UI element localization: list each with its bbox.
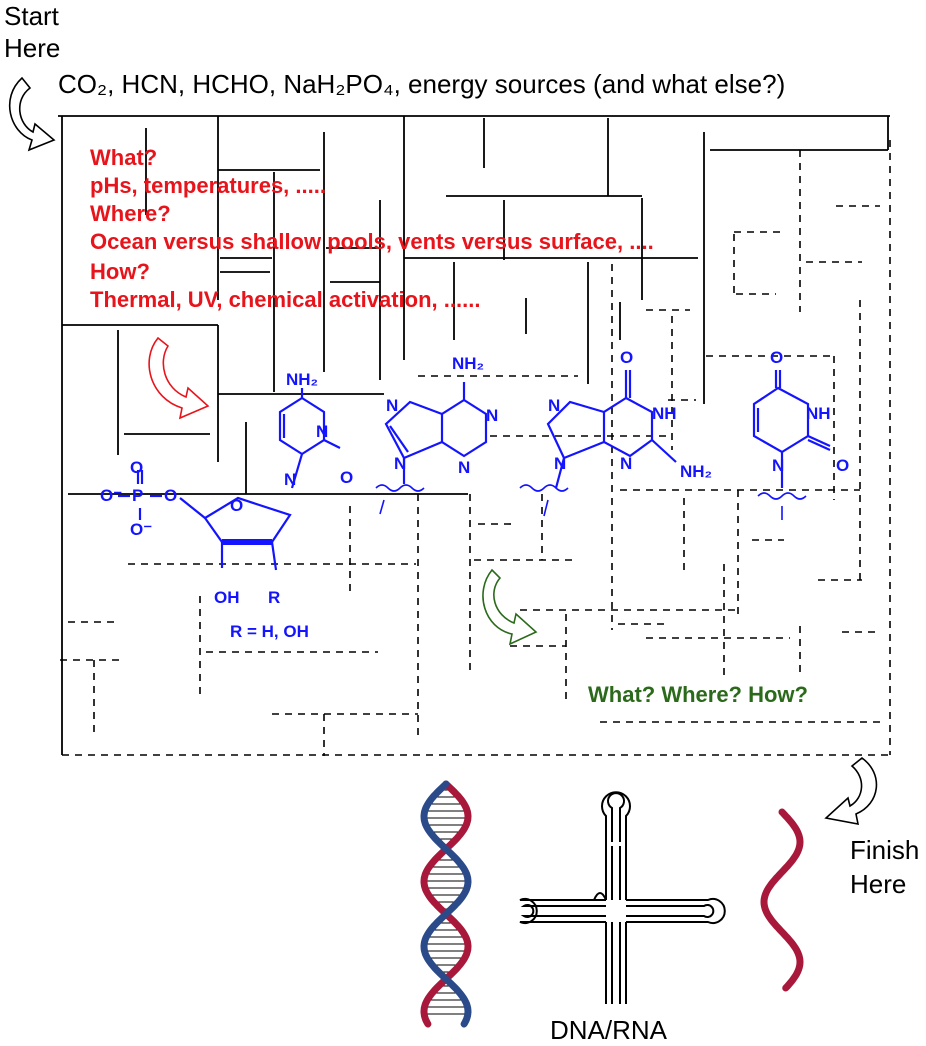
r-definition-label: R = H, OH bbox=[230, 622, 309, 641]
start-label-line2: Here bbox=[4, 33, 61, 63]
green-curved-arrow-icon bbox=[482, 568, 538, 646]
rna-single-strand-icon bbox=[760, 808, 804, 992]
guanine-n9-label: N bbox=[554, 454, 567, 473]
maze-solid-walls bbox=[58, 115, 890, 755]
start-label-line1: Start bbox=[4, 1, 59, 31]
adenine-n7-label: N bbox=[386, 396, 399, 415]
dna-double-helix-icon bbox=[420, 780, 472, 1028]
nucleotide-structures bbox=[118, 370, 831, 571]
start-curved-arrow-icon bbox=[8, 76, 56, 152]
adenine-n9-label: N bbox=[394, 454, 407, 473]
phosphate-o-top: O bbox=[130, 458, 144, 477]
adenine-n3-label: N bbox=[458, 458, 471, 477]
uracil-o4-label: O bbox=[770, 348, 784, 367]
dna-strand-red bbox=[420, 780, 472, 1028]
phosphate-o-right: O bbox=[164, 486, 178, 505]
guanine-icon bbox=[546, 370, 677, 489]
question-activation: Thermal, UV, chemical activation, ...... bbox=[90, 287, 481, 312]
cytosine-n1-label: N bbox=[284, 470, 297, 489]
dna-rna-label: DNA/RNA bbox=[550, 1015, 668, 1045]
finish-label-line1: Finish bbox=[850, 835, 920, 865]
finish-label-line2: Here bbox=[850, 869, 907, 899]
adenine-nh2-label: NH₂ bbox=[452, 354, 485, 373]
uracil-nh-label: NH bbox=[806, 404, 831, 423]
red-curved-arrow-icon bbox=[148, 336, 210, 420]
phosphate-o-minus-left: O⁻ bbox=[100, 486, 123, 505]
phosphate-icon bbox=[118, 470, 162, 520]
ingredients-label: CO₂, HCN, HCHO, NaH₂PO₄, energy sources … bbox=[58, 69, 786, 99]
question-ph-temperatures: pHs, temperatures, ..... bbox=[90, 173, 326, 198]
ribose-oh-label: OH bbox=[214, 588, 240, 607]
phosphate-o-minus-bottom: O⁻ bbox=[130, 520, 153, 539]
adenine-icon bbox=[384, 382, 488, 484]
guanine-nh2-label: NH₂ bbox=[680, 462, 713, 481]
uracil-o2-label: O bbox=[836, 456, 850, 475]
guanine-n7-label: N bbox=[548, 396, 561, 415]
guanine-o-label: O bbox=[620, 348, 634, 367]
ribose-r-label: R bbox=[268, 588, 281, 607]
ribose-icon bbox=[179, 496, 292, 571]
trna-cloverleaf-icon bbox=[519, 791, 726, 1004]
ribose-o-label: O bbox=[230, 496, 244, 515]
cytosine-icon bbox=[278, 388, 341, 489]
rna-strand-red bbox=[760, 808, 804, 992]
uracil-icon bbox=[752, 370, 831, 488]
uracil-n1-label: N bbox=[772, 456, 785, 475]
finish-curved-arrow-icon bbox=[824, 756, 878, 826]
question-ocean-vs-pools: Ocean versus shallow pools, vents versus… bbox=[90, 229, 654, 254]
question-how: How? bbox=[90, 259, 150, 284]
question-where: Where? bbox=[90, 201, 171, 226]
guanine-nh-label: NH bbox=[652, 404, 677, 423]
phosphate-p-label: P bbox=[132, 486, 144, 505]
adenine-n1-label: N bbox=[486, 406, 499, 425]
cytosine-o-label: O bbox=[340, 468, 354, 487]
cytosine-n-label: N bbox=[316, 422, 329, 441]
green-question: What? Where? How? bbox=[588, 682, 808, 707]
question-what: What? bbox=[90, 145, 158, 170]
dna-strand-blue bbox=[420, 780, 472, 1028]
cytosine-nh2-label: NH₂ bbox=[286, 370, 319, 389]
guanine-n3-label: N bbox=[620, 454, 633, 473]
